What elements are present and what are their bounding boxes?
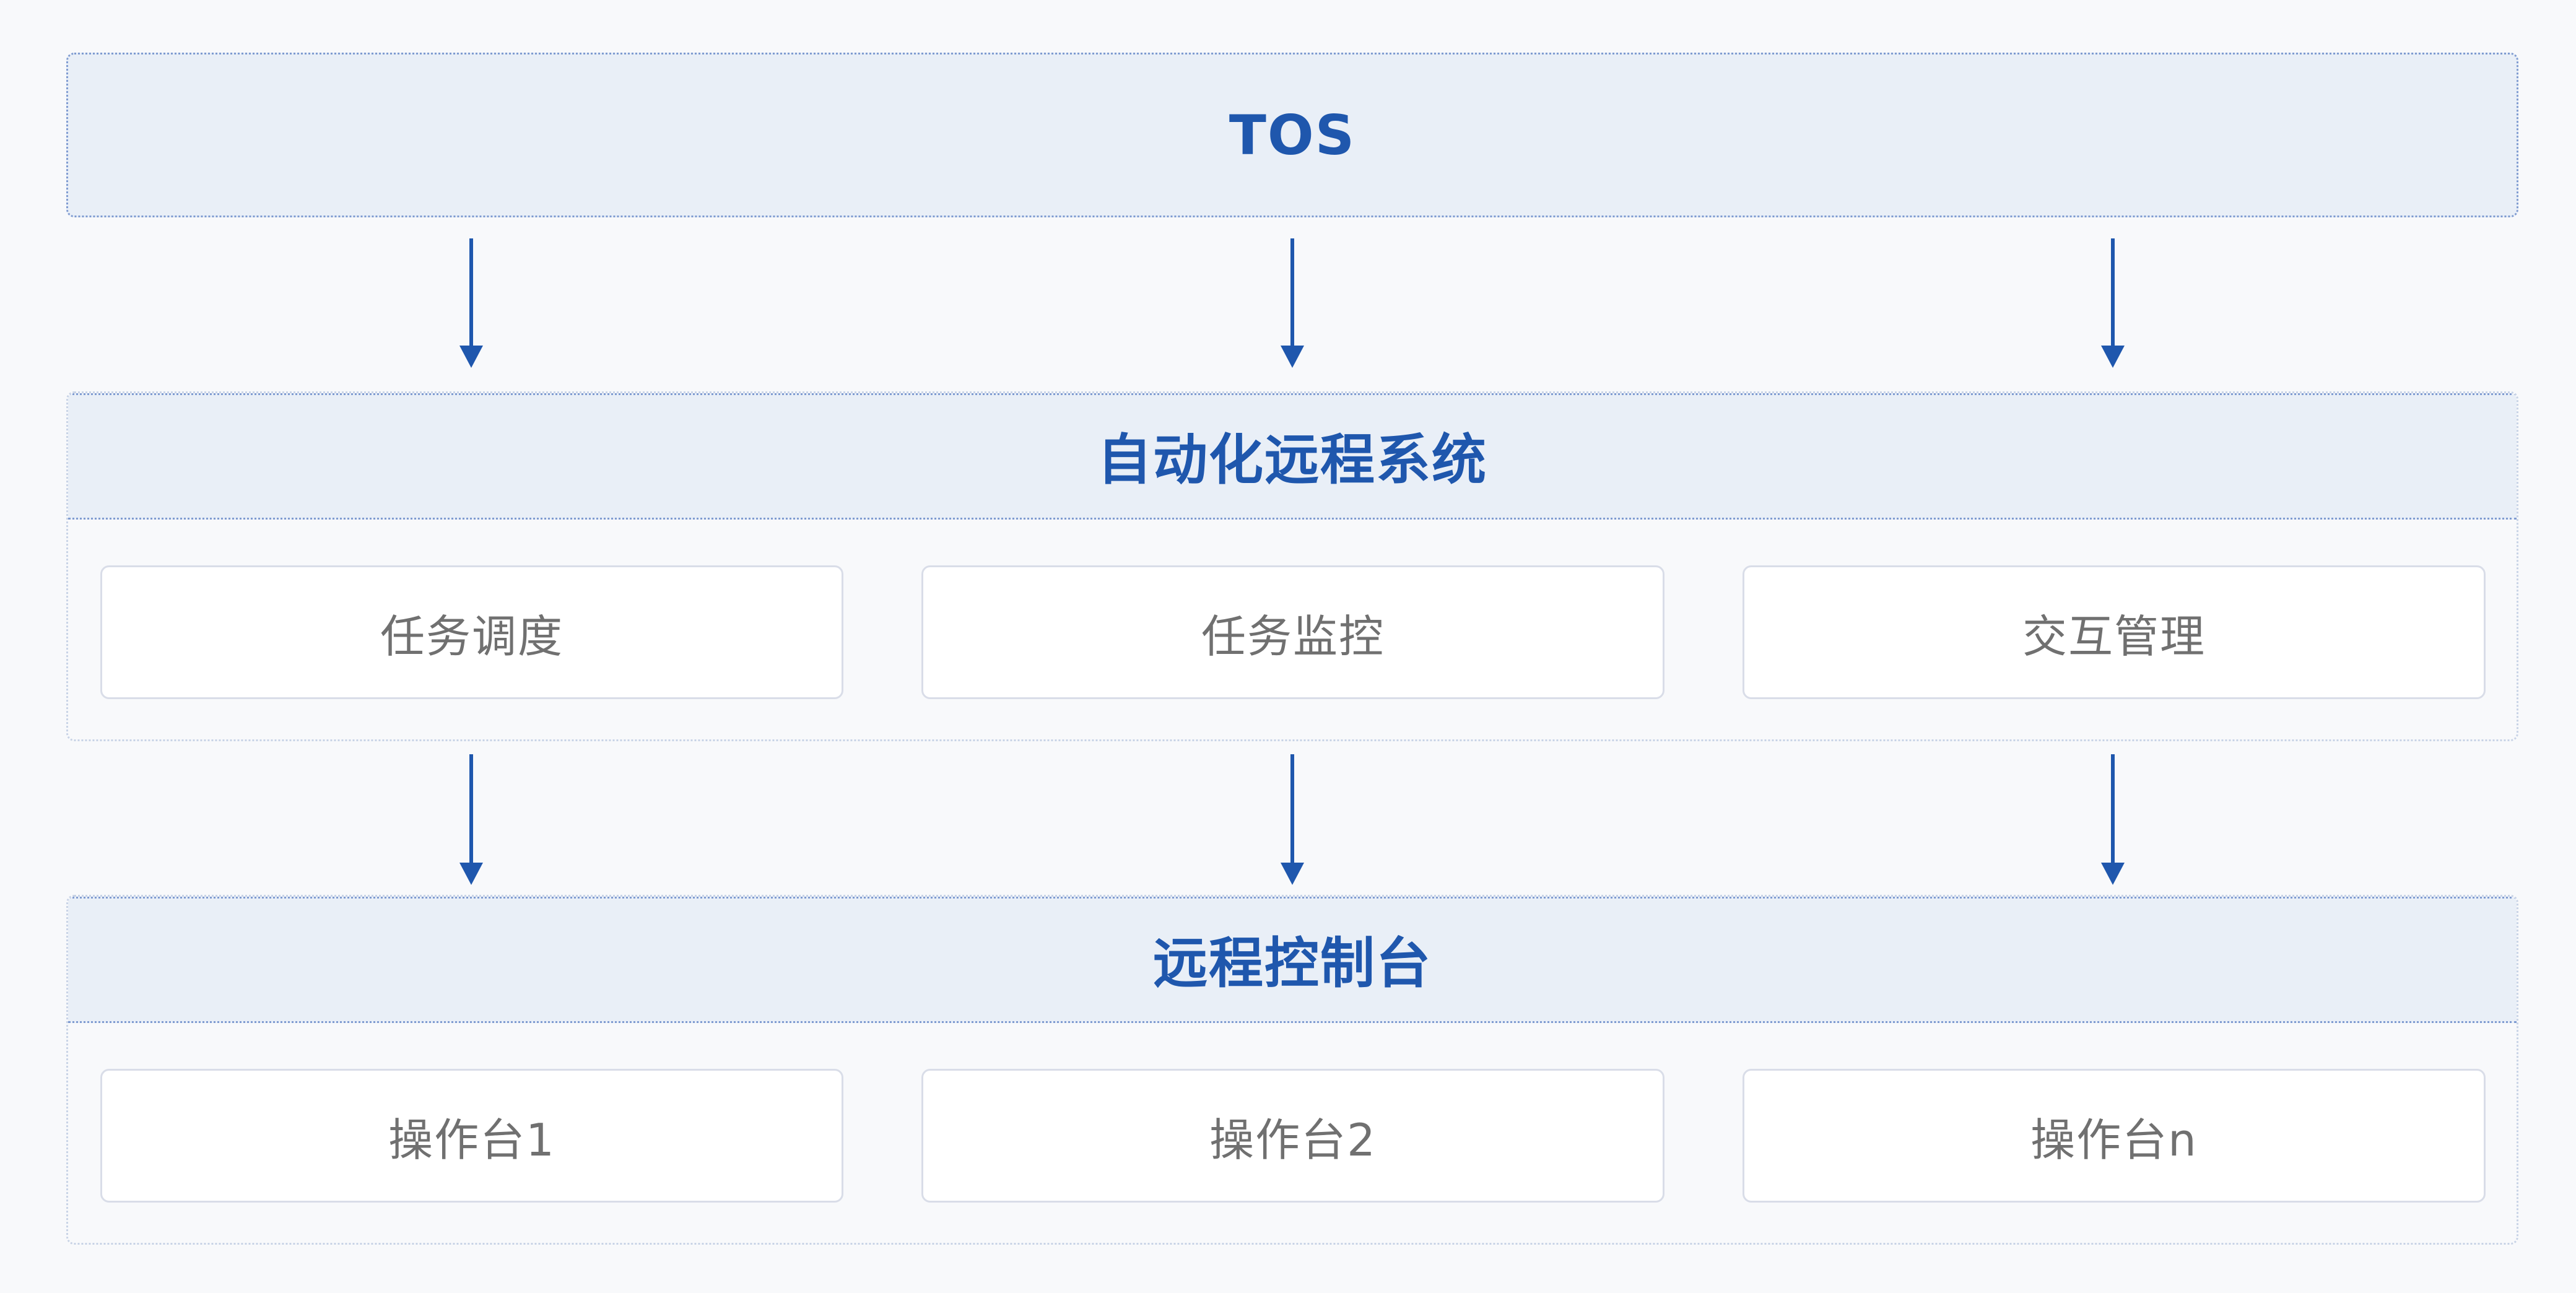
module-interaction-management: 交互管理: [1743, 565, 2486, 699]
arrow-scheduling-to-console-head: [459, 863, 483, 885]
arrow-interaction-to-console-head: [2101, 863, 2125, 885]
system-modules: 任务调度 任务监控 交互管理: [68, 520, 2517, 739]
remote-console-title: 远程控制台: [68, 897, 2517, 1023]
automation-remote-system-layer: 自动化远程系统 任务调度 任务监控 交互管理: [66, 391, 2518, 741]
remote-console-layer: 远程控制台 操作台1 操作台2 操作台n: [66, 895, 2518, 1245]
tos-layer: TOS: [66, 53, 2518, 217]
arrow-monitoring-to-console-head: [1281, 863, 1304, 885]
arrow-tos-to-interaction-head: [2101, 346, 2125, 368]
console-modules: 操作台1 操作台2 操作台n: [68, 1023, 2517, 1243]
arrow-tos-to-monitoring-head: [1281, 346, 1304, 368]
console-station-1: 操作台1: [100, 1069, 843, 1203]
tos-title: TOS: [68, 54, 2517, 215]
module-task-scheduling: 任务调度: [100, 565, 843, 699]
arrow-tos-to-scheduling-head: [459, 346, 483, 368]
module-task-monitoring: 任务监控: [921, 565, 1664, 699]
automation-remote-system-title: 自动化远程系统: [68, 393, 2517, 520]
console-station-n: 操作台n: [1743, 1069, 2486, 1203]
console-station-2: 操作台2: [921, 1069, 1664, 1203]
